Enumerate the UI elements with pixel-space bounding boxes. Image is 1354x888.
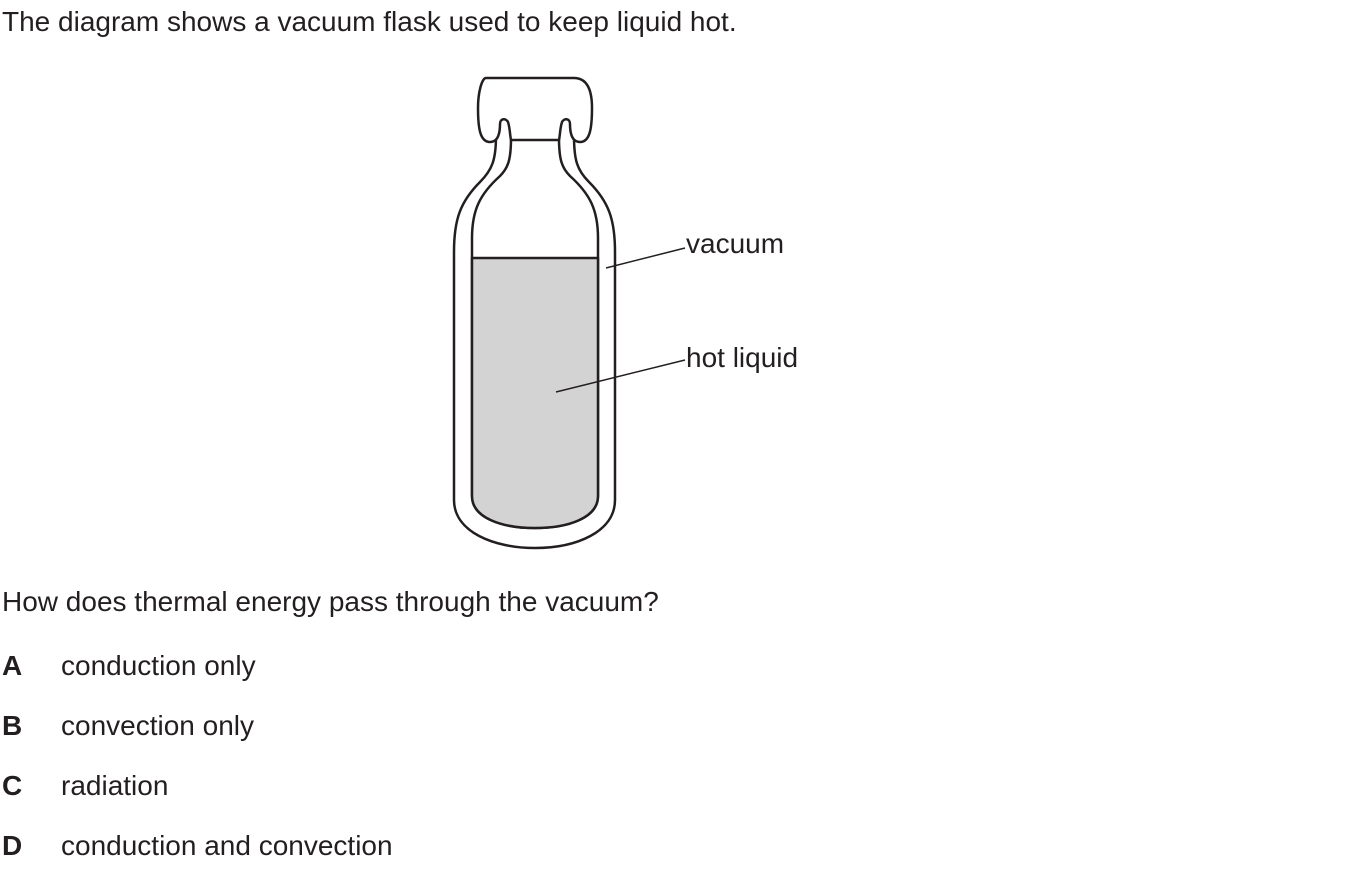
option-d[interactable]: D conduction and convection xyxy=(2,828,393,888)
vacuum-flask-diagram: vacuum hot liquid xyxy=(440,70,840,560)
option-a[interactable]: A conduction only xyxy=(2,648,393,708)
option-b[interactable]: B convection only xyxy=(2,708,393,768)
option-text: conduction only xyxy=(61,650,256,681)
option-letter: B xyxy=(2,710,23,741)
answer-options: A conduction only B convection only C ra… xyxy=(2,648,393,888)
question-text: How does thermal energy pass through the… xyxy=(2,586,659,617)
vacuum-leader-line xyxy=(605,247,686,269)
hot-liquid-leader-line xyxy=(555,359,686,393)
option-c[interactable]: C radiation xyxy=(2,768,393,828)
hot-liquid xyxy=(470,256,600,530)
option-text: radiation xyxy=(61,770,169,801)
option-text: conduction and convection xyxy=(61,830,393,861)
option-letter: A xyxy=(2,650,23,681)
vacuum-flask-illustration xyxy=(452,76,686,550)
intro-text: The diagram shows a vacuum flask used to… xyxy=(2,6,737,37)
flask-stopper xyxy=(476,76,594,144)
option-letter: C xyxy=(2,770,23,801)
hot-liquid-label: hot liquid xyxy=(686,342,799,373)
option-letter: D xyxy=(2,830,23,861)
option-text: convection only xyxy=(61,710,255,741)
vacuum-label: vacuum xyxy=(686,228,785,259)
